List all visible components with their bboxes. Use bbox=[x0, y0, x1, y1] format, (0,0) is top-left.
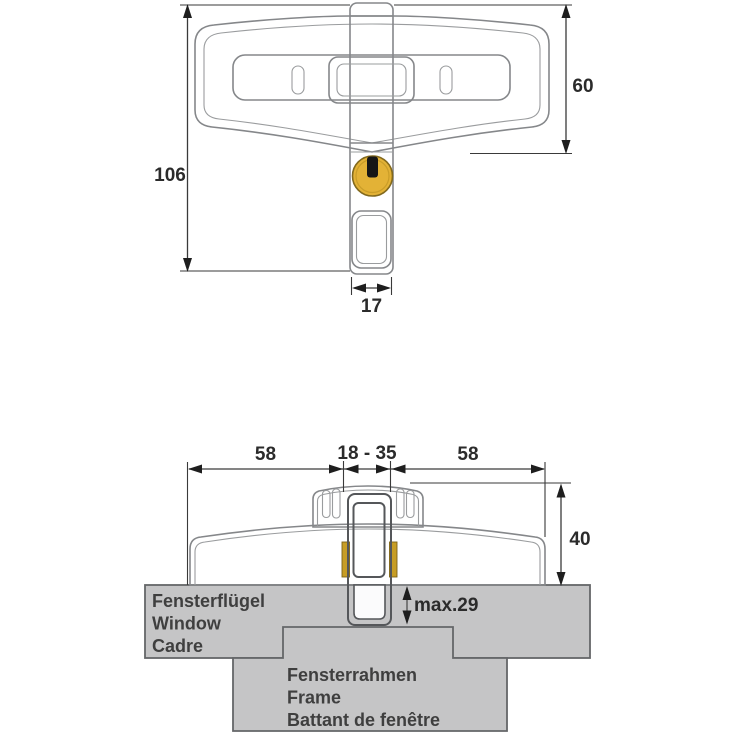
keyhole bbox=[367, 156, 378, 178]
dim-60-label: 60 bbox=[572, 76, 593, 97]
dim-18-35-label: 18 - 35 bbox=[337, 443, 397, 464]
knob-top-view-inner bbox=[336, 63, 407, 97]
dimension-body-height: 60 bbox=[394, 4, 594, 155]
body-edges-across-bar bbox=[350, 15, 393, 144]
lock-body-side-view bbox=[189, 523, 546, 586]
dimension-bar-width: 17 bbox=[350, 277, 393, 317]
dimension-total-height: 106 bbox=[154, 4, 350, 272]
sash-label-block: Fensterflügel Window Cadre bbox=[152, 591, 265, 656]
frame-label-fr: Battant de fenêtre bbox=[287, 710, 440, 730]
dim-106-label: 106 bbox=[154, 165, 186, 186]
sash-label-fr: Cadre bbox=[152, 636, 203, 656]
gold-pad-right bbox=[389, 541, 398, 578]
bolt-face bbox=[352, 502, 386, 578]
dimension-max-depth: max.29 bbox=[402, 586, 478, 625]
lock-body-side-inner-line bbox=[194, 528, 541, 585]
lock-body-top-view bbox=[194, 15, 550, 153]
knob-ridges bbox=[321, 488, 415, 519]
sash-label-en: Window bbox=[152, 614, 222, 634]
window-frame bbox=[232, 626, 508, 732]
knob-top-view bbox=[328, 56, 415, 104]
bolt-housing bbox=[347, 493, 392, 626]
dim-58-right-label: 58 bbox=[457, 444, 478, 465]
sash-label-de: Fensterflügel bbox=[152, 591, 265, 611]
dim-58-left-label: 58 bbox=[255, 444, 276, 465]
band-slot-right bbox=[439, 65, 453, 95]
frame-label-de: Fensterrahmen bbox=[287, 665, 417, 685]
dimension-height-40: 40 bbox=[410, 482, 591, 586]
dim-max29-label: max.29 bbox=[414, 595, 478, 616]
frame-label-block: Fensterrahmen Frame Battant de fenêtre bbox=[287, 665, 440, 730]
band-slot-left bbox=[291, 65, 305, 95]
mounting-band bbox=[232, 54, 511, 101]
locking-bar-top-view bbox=[349, 2, 394, 275]
strike-element-inner bbox=[355, 214, 388, 265]
grip-knob-inner-line bbox=[316, 489, 420, 527]
dimension-row-top: 58 18 - 35 58 bbox=[186, 443, 546, 585]
gold-pad-left bbox=[341, 541, 350, 578]
lock-body-inner-outline bbox=[203, 23, 541, 144]
grip-knob bbox=[312, 485, 424, 528]
dim-40-label: 40 bbox=[569, 529, 590, 550]
dim-17-label: 17 bbox=[361, 296, 382, 317]
strike-element bbox=[351, 210, 392, 269]
frame-label-en: Frame bbox=[287, 688, 341, 708]
bolt-lower bbox=[353, 584, 386, 620]
bottom-view: 58 18 - 35 58 40 max.29 Fensterflügel Wi… bbox=[144, 443, 591, 732]
top-view: 106 60 17 bbox=[154, 2, 594, 317]
